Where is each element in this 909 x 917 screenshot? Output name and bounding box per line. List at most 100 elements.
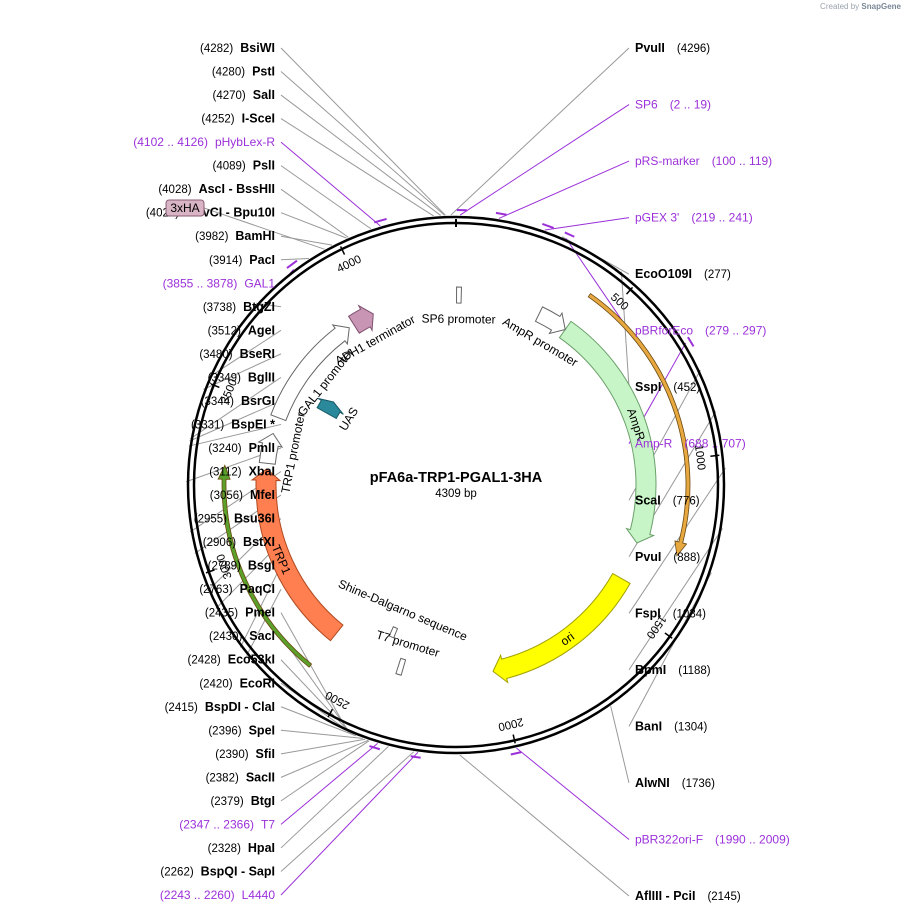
- leader-btgi: [280, 740, 370, 802]
- outer-feature-box: [165, 199, 205, 217]
- enzyme-saci: (2430)SacI: [209, 629, 275, 643]
- primer-site-pgex-3: [541, 222, 555, 229]
- label-position: (1990 .. 2009): [715, 832, 790, 846]
- leader-psli: [280, 165, 372, 230]
- primer-prs-marker: pRS-marker(100 .. 119): [635, 154, 772, 168]
- tick-label-2500: 2500: [324, 688, 352, 711]
- enzyme-btgzi: (3738)BtgZI: [203, 300, 275, 314]
- label-position: (3240): [208, 443, 241, 455]
- label-position: (3914): [209, 255, 242, 267]
- enzyme-scai: ScaI(776): [635, 493, 700, 507]
- label-position: (2955): [194, 514, 227, 526]
- enzyme-bani: BanI(1304): [635, 719, 708, 733]
- label-name: Eco53kI: [228, 653, 275, 667]
- outer-feature-arrows: [217, 292, 691, 668]
- enzyme-spei: (2396)SpeI: [208, 723, 275, 737]
- primer-pbrforeco: pBRforEco(279 .. 297): [635, 324, 766, 338]
- label-position: (2262): [160, 866, 193, 878]
- label-position: (2415): [165, 702, 198, 714]
- label-name: PvuII: [635, 41, 665, 55]
- tick-mark-1500: [664, 632, 673, 639]
- label-position: (3112): [209, 467, 242, 479]
- tick-label-1000: 1000: [692, 444, 707, 471]
- leader-asci-bsshii: [280, 188, 349, 238]
- label-position: (4089): [213, 161, 246, 173]
- feature-label-sp6-promoter: SP6 promoter: [421, 311, 495, 326]
- enzyme-sfii: (2390)SfiI: [215, 747, 275, 761]
- primer-t7: (2347 .. 2366)T7: [179, 817, 275, 831]
- enzyme-bstxi: (2906)BstXI: [203, 535, 275, 549]
- label-name: BtgZI: [243, 300, 275, 314]
- enzyme-paqci: (2763)PaqCI: [199, 582, 275, 596]
- label-name: BanI: [635, 719, 662, 733]
- label-position: (2789): [208, 561, 241, 573]
- label-name: SacI: [249, 629, 275, 643]
- label-position: (3855 .. 3878): [163, 276, 238, 290]
- leader-bsiwi: [280, 47, 446, 216]
- label-name: HpaI: [248, 841, 275, 855]
- label-position: (277): [704, 269, 731, 281]
- enzyme-bseri: (3480)BseRI: [199, 347, 275, 361]
- leader-paci: [280, 258, 309, 261]
- enzyme-psli: (4089) PslI: [213, 159, 276, 173]
- label-name: BspEI *: [231, 417, 275, 431]
- label-position: (1034): [673, 608, 706, 620]
- label-name: SP6: [635, 98, 658, 112]
- label-position: (3349): [208, 372, 241, 384]
- primer-site-pbrforeco: [564, 231, 575, 238]
- label-position: (2428): [187, 655, 220, 667]
- leader-bsrgi: [189, 400, 282, 442]
- label-name: AscI - BssHII: [199, 182, 275, 196]
- tick-mark-500: [625, 286, 634, 295]
- label-name: GAL1: [244, 276, 275, 290]
- label-name: pBR322ori-F: [635, 832, 703, 846]
- label-name: PstI: [252, 65, 275, 79]
- label-name: SpeI: [249, 723, 275, 737]
- label-position: (2763): [199, 584, 232, 596]
- label-name: PslI: [253, 159, 275, 173]
- tick-mark-2000: [512, 734, 516, 744]
- leader-pbr322ori-f: [516, 747, 630, 840]
- label-position: (4252): [201, 114, 234, 126]
- enzyme-bspdi-clai: (2415)BspDI - ClaI: [165, 700, 275, 714]
- label-name: AlwNI: [635, 776, 670, 790]
- primer-site-gal1: [286, 259, 298, 269]
- leader-sp6: [459, 104, 630, 216]
- label-position: (4028): [158, 184, 191, 196]
- label-position: (2347 .. 2366): [179, 817, 254, 831]
- label-name: L4440: [242, 888, 276, 902]
- enzyme-bspei: (3331)BspEI *: [191, 417, 275, 431]
- label-name: Bsu36I: [234, 512, 275, 526]
- enzyme-i-scei: (4252)I-SceI: [201, 112, 275, 126]
- leader-phyblex-r: [280, 141, 381, 227]
- label-name: BpmI: [635, 663, 666, 677]
- tick-mark-4000: [339, 246, 346, 255]
- leader-btgzi: [256, 302, 282, 308]
- label-position: (4280): [212, 67, 245, 79]
- label-position: (3480): [199, 349, 232, 361]
- enzyme-hpai: (2328) HpaI: [208, 841, 275, 855]
- label-position: (1188): [678, 665, 711, 677]
- label-name: pRS-marker: [635, 154, 700, 168]
- enzyme-asci-bsshii: (4028) AscI - BssHII: [158, 182, 275, 196]
- feature-t7-promoter: [395, 657, 407, 676]
- tick-label-2000: 2000: [497, 715, 525, 732]
- label-position: (2379): [210, 796, 243, 808]
- label-position: (2382): [206, 772, 239, 784]
- leader-psti: [280, 71, 445, 216]
- label-position: (1736): [682, 778, 715, 790]
- enzyme-bamhi: (3982)BamHI: [195, 229, 275, 243]
- leader-bspqi-sapi: [280, 751, 415, 872]
- feature-arrows: [250, 286, 657, 684]
- leader-sfii: [280, 738, 366, 755]
- enzyme-bsrgi: (3344)BsrGI: [201, 394, 275, 408]
- feature-label-shine-dalgarno-sequence: Shine-Dalgarno sequence: [336, 577, 469, 644]
- tick-mark-2500: [327, 708, 334, 718]
- backbone-ring: [186, 215, 726, 755]
- label-position: (279 .. 297): [705, 324, 766, 338]
- label-position: (2328): [208, 843, 241, 855]
- primer-site-pbr322ori-f: [510, 751, 522, 756]
- primer-site-amp-r: [687, 336, 695, 347]
- label-name: ScaI: [635, 493, 661, 507]
- enzyme-pvui: PvuI(888): [635, 550, 700, 564]
